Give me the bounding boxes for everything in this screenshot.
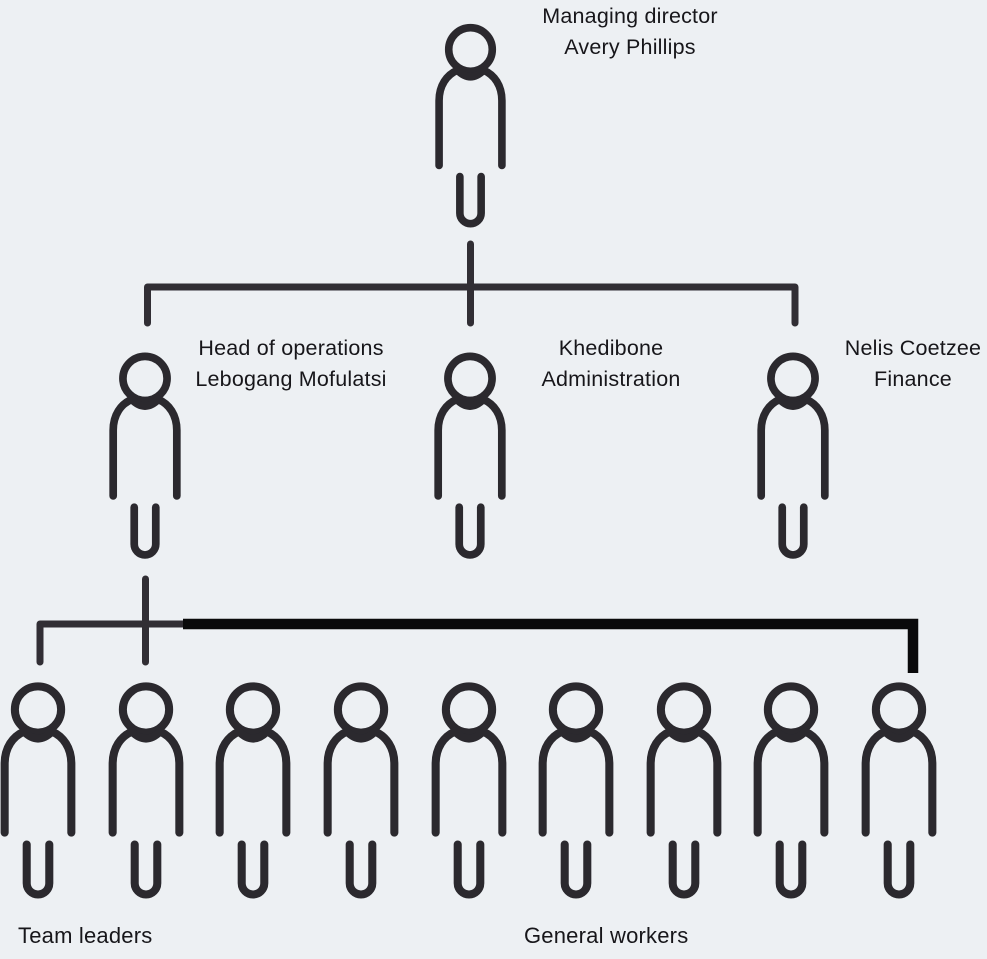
- finance-name: Nelis Coetzee: [844, 336, 982, 360]
- person-icon-worker: [535, 681, 617, 909]
- person-icon-worker: [428, 681, 510, 909]
- person-icon-worker: [105, 681, 187, 909]
- finance-label: Nelis Coetzee Finance: [778, 333, 987, 395]
- person-icon-worker: [0, 681, 79, 909]
- level2-bracket-connector: [144, 283, 799, 327]
- level3-left-bracket-connector: [36, 620, 187, 666]
- team-leaders-label: Team leaders: [18, 923, 153, 948]
- general-workers-label: General workers: [524, 923, 689, 948]
- head-of-operations-name: Lebogang Mofulatsi: [195, 367, 387, 391]
- administration-role: Administration: [541, 367, 681, 391]
- administration-label: Khedibone Administration: [476, 333, 746, 395]
- managing-director-label: Managing director Avery Phillips: [470, 1, 790, 63]
- person-icon-worker: [320, 681, 402, 909]
- person-icon-worker: [643, 681, 725, 909]
- managing-director-name: Avery Phillips: [564, 35, 696, 59]
- managing-director-role: Managing director: [542, 4, 718, 28]
- administration-name: Khedibone: [558, 336, 664, 360]
- head-of-operations-role: Head of operations: [198, 336, 384, 360]
- person-icon-worker: [750, 681, 832, 909]
- finance-role: Finance: [874, 367, 952, 391]
- level3-right-bracket-connector: [183, 618, 919, 673]
- head-of-operations-label: Head of operations Lebogang Mofulatsi: [156, 333, 426, 395]
- person-icon-worker: [212, 681, 294, 909]
- person-icon-worker: [858, 681, 940, 909]
